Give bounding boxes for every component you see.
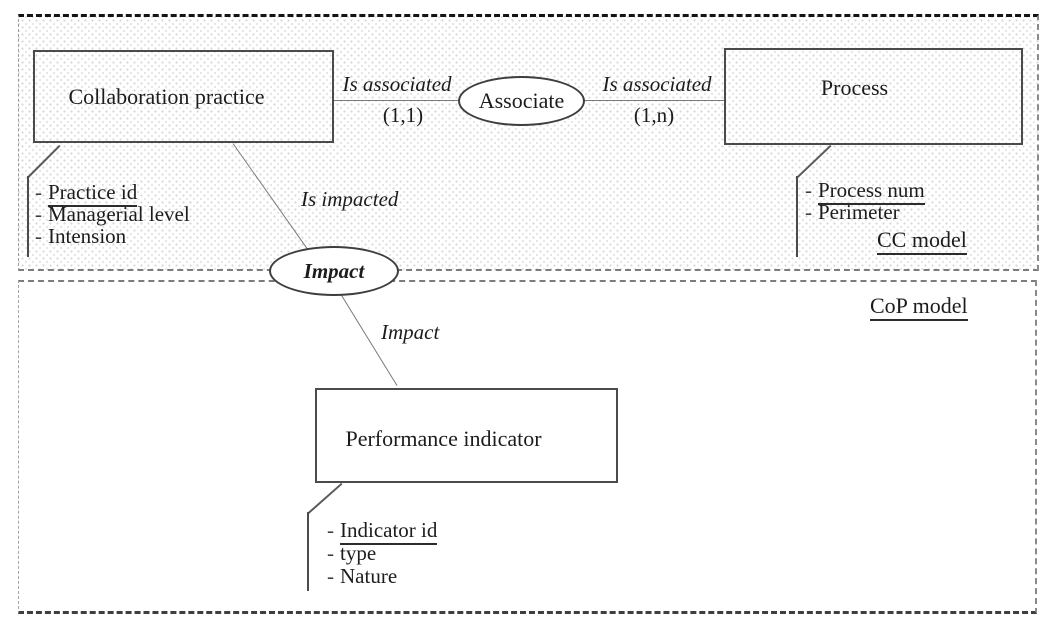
performance-indicator-attributes: -Indicator id -type -Nature (327, 518, 438, 588)
attribute-dash: - (327, 541, 334, 565)
attribute-row: -Perimeter (805, 201, 925, 223)
process-attributes-bracket-line (796, 176, 798, 257)
attribute-practice-id: Practice id (48, 180, 138, 207)
connector-associate-process (584, 100, 725, 101)
attribute-perimeter: Perimeter (818, 200, 900, 224)
entity-process: Process (724, 48, 1023, 145)
attribute-row: -type (327, 542, 437, 565)
attribute-process-num: Process num (818, 178, 925, 205)
attribute-dash: - (35, 224, 42, 248)
cc-model-label-text: CC model (877, 227, 967, 255)
cc-model-label: CC model (877, 227, 967, 255)
label-impact: Impact (381, 320, 440, 344)
entity-title: Process (820, 74, 889, 100)
entity-collaboration-practice: Collaboration practice (33, 50, 334, 143)
attribute-intension: Intension (48, 224, 127, 248)
relationship-associate: Associate (458, 76, 585, 126)
entity-title: Collaboration practice (68, 83, 265, 109)
attribute-row: -Intension (35, 225, 190, 247)
attribute-row: -Managerial level (35, 203, 190, 225)
entity-performance-indicator: Performance indicator (315, 388, 618, 483)
cop-model-label-text: CoP model (870, 293, 968, 321)
attribute-indicator-id: Indicator id (340, 518, 438, 545)
attribute-row: -Process num (805, 178, 925, 205)
attribute-dash: - (327, 564, 334, 588)
relationship-impact: Impact (269, 246, 399, 296)
attribute-nature: Nature (340, 564, 398, 588)
connector-collab-associate (334, 100, 459, 101)
relationship-name: Impact (303, 258, 365, 283)
attribute-row: -Nature (327, 565, 437, 588)
attribute-row: -Practice id (35, 180, 190, 207)
entity-title: Performance indicator (345, 425, 542, 451)
indicator-attributes-bracket-line (307, 512, 309, 591)
cardinality-1-n: (1,n) (633, 103, 675, 127)
collab-attributes-bracket-line (27, 176, 29, 257)
cop-model-label: CoP model (870, 293, 968, 321)
attribute-dash: - (327, 518, 334, 542)
attribute-dash: - (35, 202, 42, 226)
relationship-name: Associate (478, 88, 565, 113)
cardinality-1-1: (1,1) (382, 103, 424, 127)
label-is-impacted: Is impacted (301, 187, 399, 211)
attribute-dash: - (805, 178, 812, 202)
attribute-row: -Indicator id (327, 518, 438, 545)
attribute-managerial-level: Managerial level (48, 202, 190, 226)
attribute-dash: - (805, 200, 812, 224)
label-is-associated-left: Is associated (342, 72, 452, 96)
attribute-dash: - (35, 180, 42, 204)
label-is-associated-right: Is associated (602, 72, 712, 96)
process-attributes: -Process num -Perimeter (805, 178, 925, 223)
collaboration-practice-attributes: -Practice id -Managerial level -Intensio… (35, 180, 190, 247)
attribute-type: type (340, 541, 377, 565)
